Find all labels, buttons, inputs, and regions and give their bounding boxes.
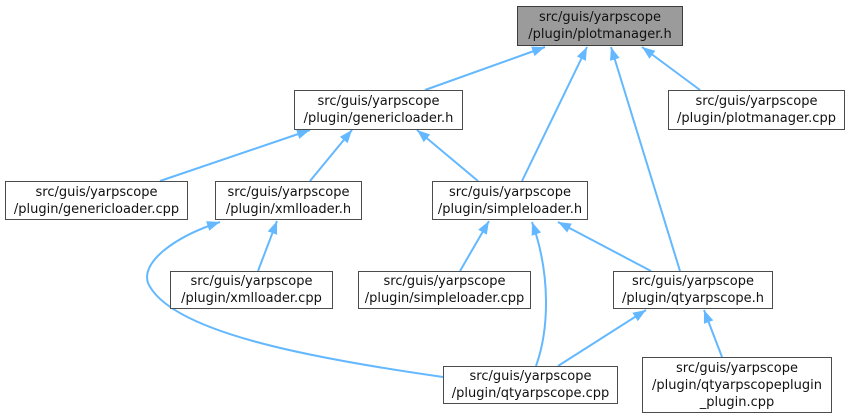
node-label: src/guis/yarpscope /plugin/xmlloader.h [225, 184, 352, 217]
node-label: src/guis/yarpscope /plugin/qtyarpscope.h [621, 274, 765, 306]
node-qtyarpscopeplugin-plugin-cpp[interactable]: src/guis/yarpscope /plugin/qtyarpscopepl… [642, 357, 832, 413]
node-qtyarpscope-h[interactable]: src/guis/yarpscope /plugin/qtyarpscope.h [613, 271, 773, 309]
edge-simpleloader-h-to-plotmanager-h [521, 46, 588, 182]
edge-simpleloader-h-to-genericloader-h [416, 129, 479, 182]
edge-qtyarpscope-h-to-plotmanager-h [610, 46, 681, 272]
node-plotmanager-cpp[interactable]: src/guis/yarpscope /plugin/plotmanager.c… [668, 90, 845, 130]
node-label: src/guis/yarpscope /plugin/genericloader… [13, 184, 180, 217]
node-label: src/guis/yarpscope /plugin/plotmanager.c… [677, 94, 836, 126]
node-label: src/guis/yarpscope /plugin/qtyarpscopepl… [652, 360, 822, 410]
edge-qtyarpscope-cpp-to-xmlloader-h [146, 221, 444, 378]
node-xmlloader-h[interactable]: src/guis/yarpscope /plugin/xmlloader.h [215, 181, 362, 220]
node-simpleloader-cpp[interactable]: src/guis/yarpscope /plugin/simpleloader.… [358, 271, 531, 309]
node-label: src/guis/yarpscope /plugin/simpleloader.… [364, 274, 525, 306]
node-label: src/guis/yarpscope /plugin/genericloader… [303, 94, 454, 126]
node-label: src/guis/yarpscope /plugin/plotmanager.h [528, 10, 672, 42]
edge-xmlloader-h-to-genericloader-h [309, 129, 353, 182]
edge-qtyarpscopeplugin-plugin-cpp-to-qtyarpscope-h [703, 309, 723, 358]
edge-simpleloader-cpp-to-simpleloader-h [459, 220, 490, 272]
node-label: src/guis/yarpscope /plugin/xmlloader.cpp [181, 274, 322, 306]
edge-xmlloader-cpp-to-xmlloader-h [257, 220, 278, 272]
node-label: src/guis/yarpscope /plugin/simpleloader.… [437, 184, 583, 217]
node-genericloader-cpp[interactable]: src/guis/yarpscope /plugin/genericloader… [5, 181, 188, 220]
edge-genericloader-h-to-plotmanager-h [424, 46, 546, 91]
node-xmlloader-cpp[interactable]: src/guis/yarpscope /plugin/xmlloader.cpp [170, 271, 333, 309]
node-label: src/guis/yarpscope /plugin/qtyarpscope.c… [451, 369, 610, 401]
node-genericloader-h[interactable]: src/guis/yarpscope /plugin/genericloader… [294, 90, 463, 130]
edge-qtyarpscope-h-to-simpleloader-h [557, 221, 652, 272]
edge-qtyarpscope-cpp-to-qtyarpscope-h [557, 309, 647, 367]
node-qtyarpscope-cpp[interactable]: src/guis/yarpscope /plugin/qtyarpscope.c… [443, 366, 618, 404]
edge-qtyarpscope-cpp-to-simpleloader-h [531, 221, 547, 367]
edge-plotmanager-cpp-to-plotmanager-h [641, 46, 701, 91]
node-plotmanager-h: src/guis/yarpscope /plugin/plotmanager.h [517, 6, 683, 46]
node-simpleloader-h[interactable]: src/guis/yarpscope /plugin/simpleloader.… [432, 181, 588, 220]
edge-genericloader-cpp-to-genericloader-h [159, 129, 311, 182]
